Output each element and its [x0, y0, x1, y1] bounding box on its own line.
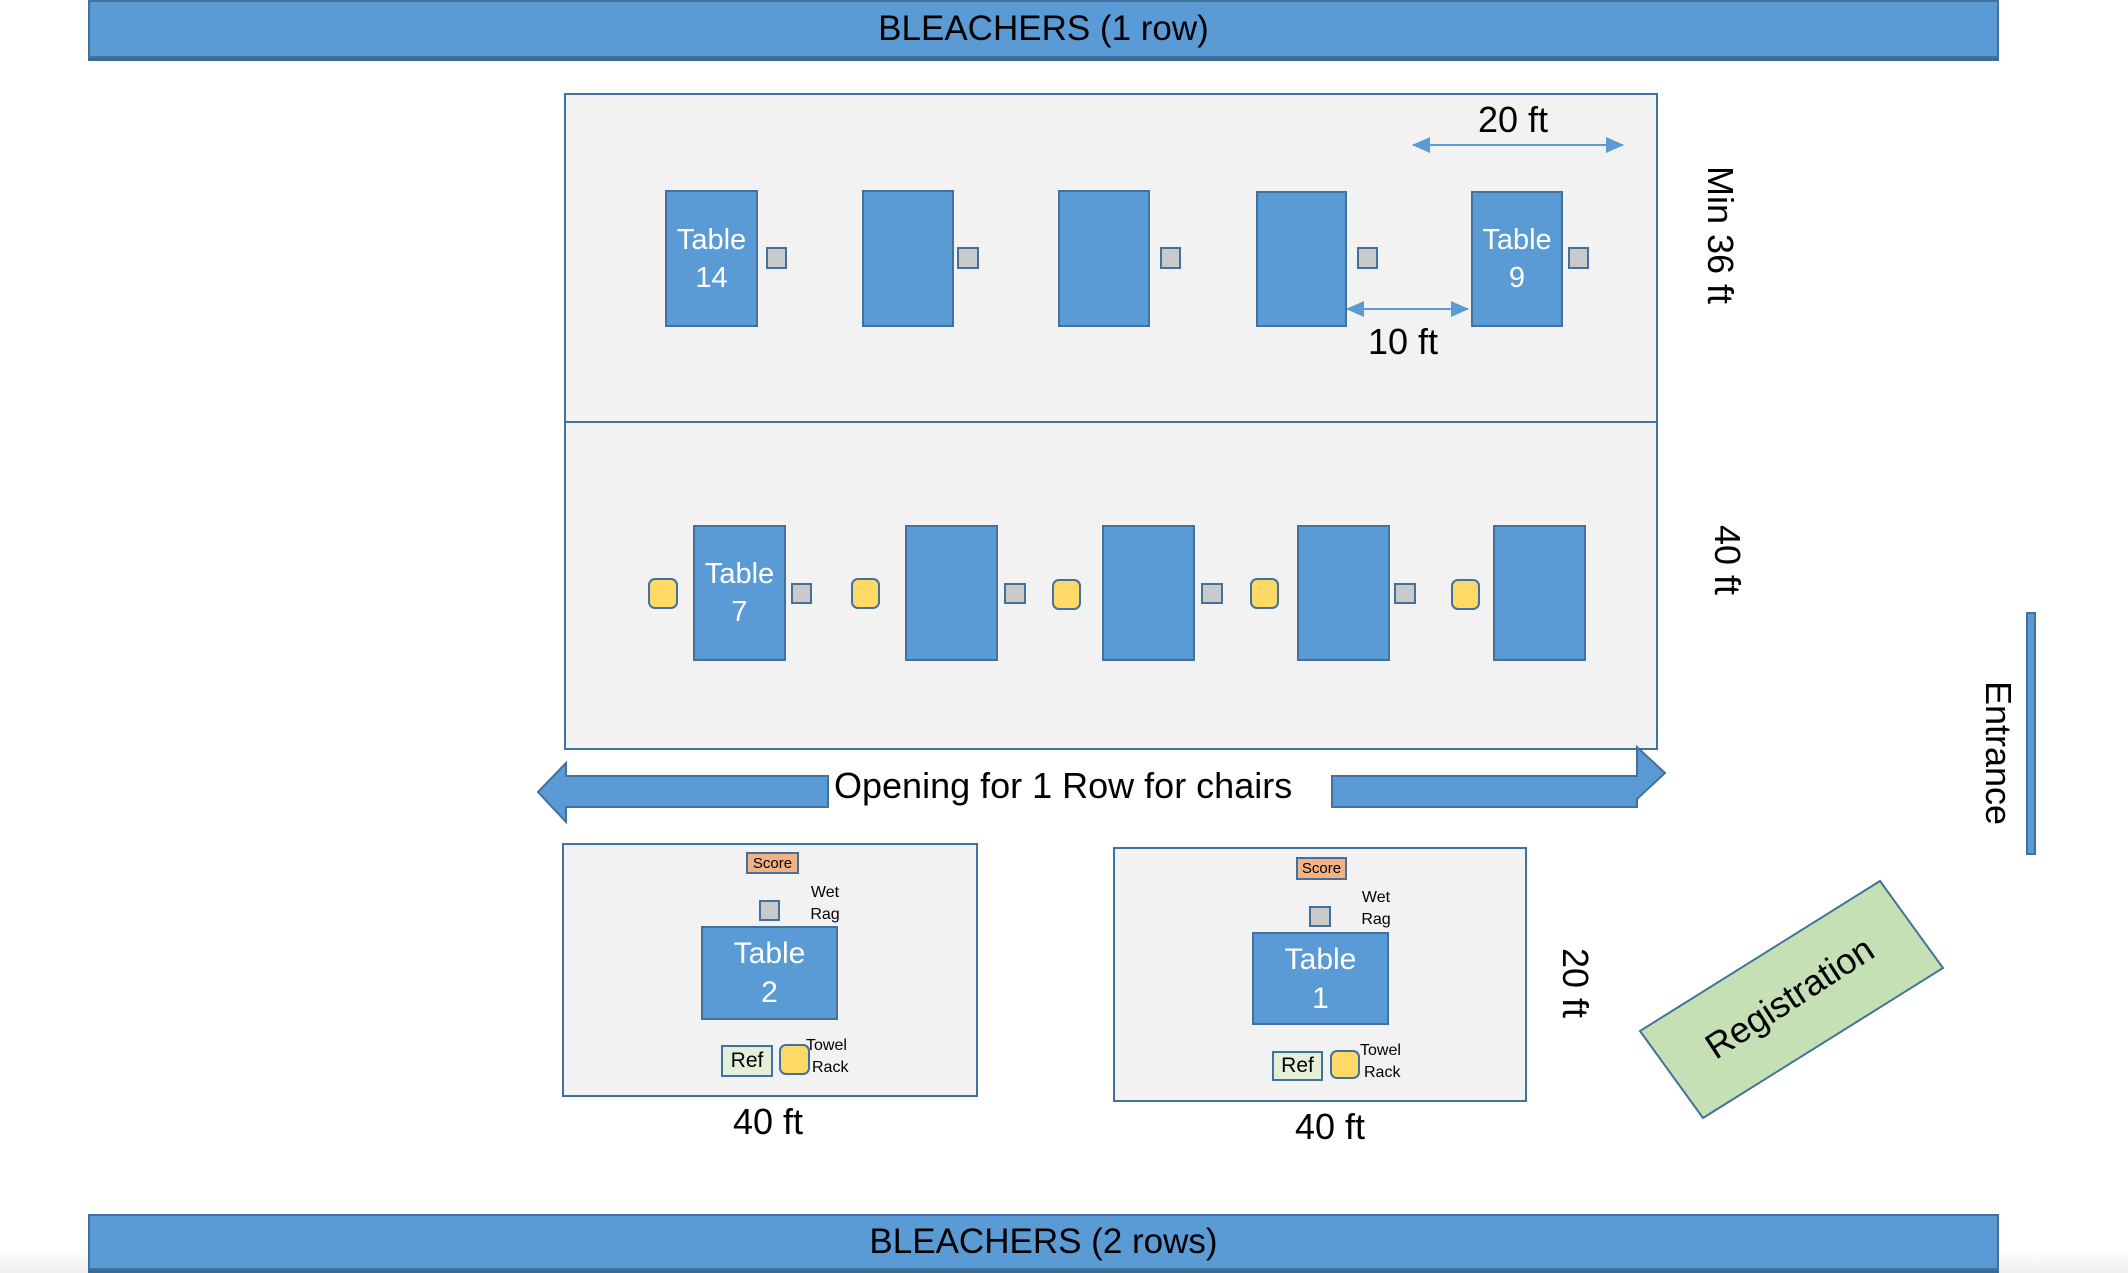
towel-rack-square: [1451, 579, 1480, 610]
towel-rack-label: Towel Rack: [806, 1035, 856, 1079]
opening-arrow-right: [1331, 744, 1667, 808]
towel-rack-square: [648, 578, 678, 609]
towel-rack-square: [851, 578, 880, 609]
entrance-door-bar: [2026, 612, 2036, 855]
score-label: Score: [752, 854, 793, 872]
wet-rag-label: Wet Rag: [1357, 887, 1395, 931]
table-number: 1: [1312, 981, 1329, 1015]
towel-rack-square: [1250, 578, 1279, 609]
wet-rag-line1: Wet: [1361, 889, 1391, 906]
opening-text: Opening for 1 Row for chairs: [834, 765, 1293, 806]
lower-zone-table-1-width-label: 40 ft: [1295, 1107, 1365, 1147]
table-14: Table 14: [665, 190, 758, 327]
wet-rag-square: [1568, 247, 1589, 269]
table-5: [1102, 525, 1195, 661]
towel-rack-square: [1052, 579, 1081, 610]
wet-rag-line2: Rag: [1361, 911, 1391, 928]
wet-rag-square: [1394, 583, 1416, 604]
towel-rack-line1: Towel: [806, 1037, 847, 1054]
score-label: Score: [1301, 860, 1342, 877]
registration-box: [1638, 879, 1945, 1120]
table-7: Table 7: [693, 525, 786, 661]
table-number: 9: [1508, 262, 1526, 294]
table-label: Table: [1284, 942, 1357, 976]
table-6: [905, 525, 998, 661]
table-label: Table: [704, 558, 775, 590]
wet-rag-square: [759, 900, 780, 921]
table-2: Table 2: [701, 926, 838, 1020]
ref-box: Ref: [721, 1045, 773, 1077]
wet-rag-square: [1201, 583, 1223, 604]
ref-box: Ref: [1272, 1051, 1323, 1081]
opening-label: Opening for 1 Row for chairs: [834, 766, 1292, 806]
table-12: [1058, 190, 1150, 327]
wet-rag-square: [766, 247, 787, 269]
table-number: 2: [761, 976, 778, 1009]
wet-rag-square: [1004, 583, 1026, 604]
wet-rag-square: [791, 583, 812, 604]
table-13: [862, 190, 954, 327]
score-box: Score: [1296, 857, 1347, 880]
table-number: 7: [731, 596, 748, 628]
wet-rag-line1: Wet: [810, 884, 840, 901]
towel-rack-line1: Towel: [1360, 1042, 1401, 1059]
wet-rag-square: [1160, 247, 1181, 269]
table-4: [1297, 525, 1390, 661]
table-11: [1256, 191, 1347, 327]
bleachers-bottom: BLEACHERS (2 rows): [88, 1214, 1999, 1270]
dimension-text: 40 ft: [733, 1101, 804, 1142]
dimension-20ft-label: 20 ft: [1478, 100, 1548, 140]
dimension-text: 10 ft: [1368, 321, 1439, 362]
table-number: 14: [695, 261, 728, 294]
towel-rack-square: [779, 1044, 810, 1075]
wet-rag-square: [1357, 247, 1378, 269]
table-3: [1493, 525, 1586, 661]
wet-rag-square: [1309, 906, 1331, 927]
dimension-10ft-label: 10 ft: [1368, 322, 1438, 362]
opening-arrow-left: [536, 760, 829, 825]
towel-rack-label: Towel Rack: [1360, 1040, 1410, 1084]
dimension-text: 20 ft: [1478, 99, 1549, 140]
score-box: Score: [746, 852, 799, 874]
towel-rack-line2: Rack: [812, 1059, 849, 1076]
bleachers-top-label: BLEACHERS (1 row): [878, 9, 1209, 48]
wet-rag-line2: Rag: [810, 906, 840, 923]
bleachers-bottom-label: BLEACHERS (2 rows): [869, 1222, 1218, 1261]
dimension-text: 40 ft: [1295, 1106, 1366, 1147]
ref-label: Ref: [730, 1049, 764, 1072]
ref-label: Ref: [1281, 1054, 1314, 1077]
table-label: Table: [1482, 224, 1552, 256]
bleachers-top: BLEACHERS (1 row): [88, 0, 1999, 58]
towel-rack-square: [1330, 1050, 1360, 1079]
table-label: Table: [733, 937, 806, 970]
lower-zone-table-2-width-label: 40 ft: [733, 1102, 803, 1142]
wet-rag-square: [957, 247, 979, 269]
table-1: Table 1: [1252, 932, 1389, 1025]
towel-rack-line2: Rack: [1364, 1064, 1401, 1081]
table-label: Table: [676, 223, 747, 256]
table-9: Table 9: [1471, 191, 1563, 327]
wet-rag-label: Wet Rag: [806, 882, 844, 926]
